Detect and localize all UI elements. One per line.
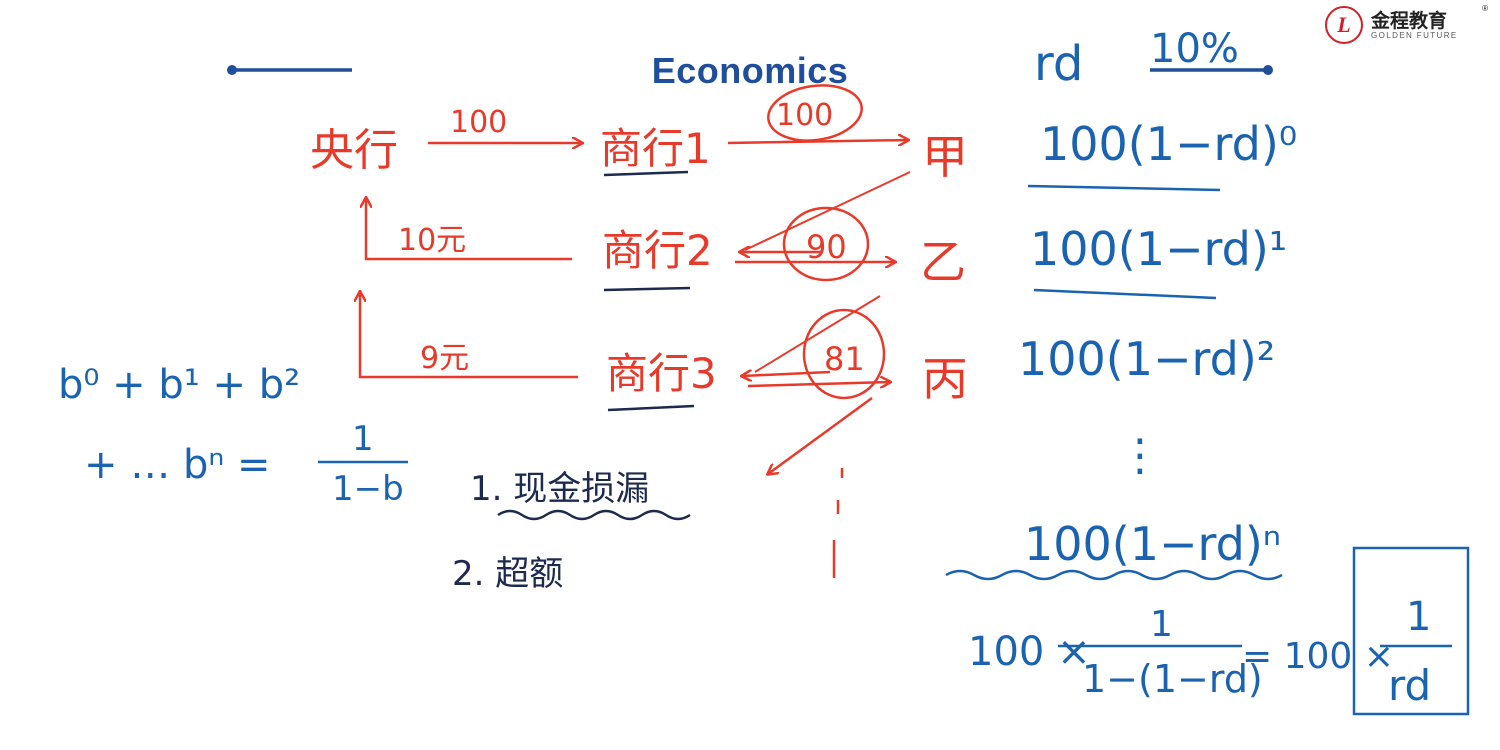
bank-1-underline: [603, 170, 689, 177]
arrow-deposit-to-bank3: [742, 372, 831, 376]
term-0-underline: [1027, 184, 1221, 192]
loan-2-value: 90: [806, 228, 847, 266]
series-line-2: + … bⁿ =: [84, 442, 271, 488]
deposit-link-1: [744, 171, 911, 251]
logo-name: 金程教育: [1371, 10, 1448, 32]
note-cash-leakage: 1. 现金损漏: [470, 469, 649, 509]
central-bank-label: 央行: [310, 125, 398, 176]
bank-2-label: 商行2: [602, 226, 713, 275]
bank-1-label: 商行1: [600, 124, 711, 173]
sum-fraction-2-denominator: rd: [1388, 661, 1431, 710]
term-0: 100(1−rd)⁰: [1040, 117, 1297, 171]
page-title: Economics: [651, 50, 849, 91]
sum-fraction-1-numerator: 1: [1150, 604, 1173, 645]
note-excess-reserves: 2. 超额: [452, 554, 563, 594]
sum-fraction-2-numerator: 1: [1406, 594, 1431, 640]
loan-1-value: 100: [776, 98, 833, 133]
term-1: 100(1−rd)¹: [1030, 222, 1287, 276]
bank-2-underline: [603, 286, 691, 292]
logo-registered-mark: ®: [1482, 4, 1488, 13]
reserve-2-value: 9元: [420, 341, 469, 376]
title-rule-right: [1150, 65, 1273, 75]
reserve-arrow-1: [366, 198, 572, 261]
sum-fraction-1-denominator: 1−(1−rd): [1082, 657, 1263, 701]
series-fraction-denominator: 1−b: [332, 469, 404, 509]
bank-3-label: 商行3: [606, 349, 717, 398]
leakage-arrow: [768, 396, 873, 474]
title-rule-left: [227, 65, 352, 75]
flow-top-value: 100: [450, 105, 507, 140]
deposit-link-2: [754, 295, 881, 373]
reserve-1-value: 10元: [398, 223, 466, 258]
term-2: 100(1−rd)²: [1018, 332, 1275, 386]
rate-label: rd: [1034, 36, 1083, 92]
term-ellipsis: ⋮: [1118, 430, 1162, 481]
rate-value: 10%: [1150, 26, 1239, 72]
series-fraction-numerator: 1: [352, 419, 374, 459]
brand-logo: L 金程教育 ® GOLDEN FUTURE: [1325, 4, 1490, 46]
term-n: 100(1−rd)ⁿ: [1024, 517, 1281, 571]
arrow-bank3-to-bing: [747, 382, 890, 386]
depositor-jia-label: 甲: [922, 130, 968, 184]
reserve-arrow-2: [360, 292, 578, 379]
sum-left-term: 100 ×: [968, 629, 1091, 675]
loan-2-circle: [782, 206, 870, 282]
term-1-underline: [1033, 288, 1217, 300]
loan-1-circle: [767, 84, 863, 142]
depositor-yi-label: 乙: [920, 235, 966, 289]
logo-emblem-icon: L: [1325, 6, 1363, 44]
sum-equals-term: = 100 ×: [1242, 636, 1394, 677]
series-line-1: b⁰ + b¹ + b²: [58, 362, 300, 408]
logo-subtitle: GOLDEN FUTURE: [1371, 31, 1458, 40]
continuation-dots-red: [832, 468, 844, 578]
result-box: [1352, 546, 1470, 716]
arrow-bank1-to-jia: [727, 140, 908, 143]
note-1-wavy-underline: [497, 509, 691, 521]
loan-3-value: 81: [824, 340, 865, 378]
bank-3-underline: [607, 404, 695, 412]
term-n-wavy-underline: [945, 569, 1283, 581]
depositor-bing-label: 丙: [922, 352, 968, 406]
loan-3-circle: [802, 308, 886, 400]
